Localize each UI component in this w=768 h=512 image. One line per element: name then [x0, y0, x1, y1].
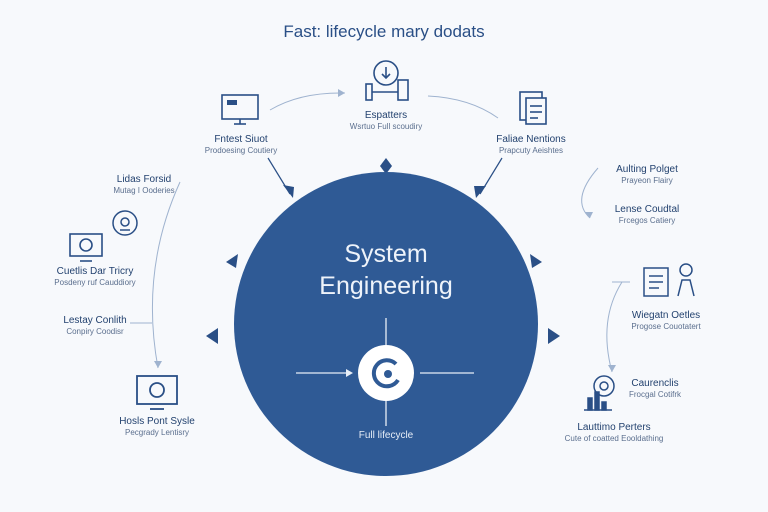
- monitor-icon: [221, 94, 259, 125]
- diagram-title: Fast: lifecycle mary dodats: [283, 22, 485, 41]
- pointer-top: [380, 158, 392, 174]
- cross-left-arrow: [346, 369, 353, 377]
- node-subtitle: Conpiry Coodisr: [66, 327, 124, 336]
- center-title: System Engineering: [236, 238, 536, 302]
- node-title: Wiegatn Oetles: [631, 310, 701, 321]
- node-subtitle: Posdeny ruf Cauddiory: [54, 278, 136, 287]
- arc-top-left: [269, 92, 346, 111]
- center-title-line2: Engineering: [319, 272, 453, 300]
- monitor-target-icon: [69, 233, 103, 262]
- target-monitor-icon: [136, 375, 178, 410]
- node-subtitle: Pecgrady Lentisry: [124, 428, 190, 437]
- arc-right: [606, 281, 623, 373]
- node-title: Cuetlis Dar Tricry: [56, 266, 134, 277]
- arc-arrow-2: [154, 361, 162, 368]
- node-right-2: Lense Coudtal Frcegos Catiery: [582, 204, 712, 226]
- node-title: Lestay Conlith: [63, 315, 127, 326]
- arc-left: [151, 181, 181, 369]
- node-title: Lense Coudtal: [614, 204, 680, 215]
- document-icon: [519, 91, 547, 125]
- pointer-right-upper: [530, 254, 542, 268]
- node-right-4: Caurenclis Frocgal Cotifrk: [590, 378, 720, 400]
- node-title: Caurenclis: [631, 378, 679, 389]
- node-subtitle: Progose Couotatert: [631, 322, 701, 331]
- node-bottom-left: Hosls Pont Sysle Pecgrady Lentisry: [92, 416, 222, 438]
- gauge-icon: [365, 60, 409, 101]
- pointer-left-upper: [226, 254, 238, 268]
- center-subtitle: Full lifecycle: [358, 430, 414, 441]
- node-title: Hosls Pont Sysle: [119, 416, 195, 427]
- node-top-left: Fntest Siuot Prodoesing Coutiery: [176, 134, 306, 156]
- arc-arrow-3: [608, 365, 616, 372]
- node-title: Lauttimo Perters: [577, 422, 651, 433]
- node-right-3: Wiegatn Oetles Progose Couotatert: [601, 310, 731, 332]
- node-subtitle: Mutag I Ooderies: [113, 186, 175, 195]
- node-subtitle: Cute of coatted Eooldathing: [564, 434, 664, 443]
- node-title: Lidas Forsid: [116, 174, 172, 185]
- node-subtitle: Wsrtuo Full scoudiry: [349, 122, 423, 131]
- pointer-left-lower: [206, 328, 218, 344]
- node-subtitle: Frocgal Cotifrk: [628, 390, 681, 399]
- arc-top-right: [427, 95, 499, 119]
- connector-top-left: [267, 157, 291, 195]
- node-bottom-right: Lauttimo Perters Cute of coatted Eooldat…: [549, 422, 679, 444]
- arc-right-upper: [581, 167, 599, 219]
- node-title: Faliae Nentions: [496, 134, 566, 145]
- node-title: Aulting Polget: [616, 164, 678, 175]
- node-subtitle: Prapcuty Aeishtes: [498, 146, 564, 155]
- connector-top-right: [479, 157, 503, 195]
- node-subtitle: Prodoesing Coutiery: [204, 146, 278, 155]
- node-top: Espatters Wsrtuo Full scoudiry: [321, 110, 451, 132]
- node-title: Espatters: [364, 110, 408, 121]
- node-left-2: Cuetlis Dar Tricry Posdeny ruf Cauddiory: [30, 266, 160, 288]
- hub-cycle-icon: [371, 358, 400, 389]
- pointer-right-lower: [548, 328, 560, 344]
- node-top-right: Faliae Nentions Prapcuty Aeishtes: [466, 134, 596, 156]
- arc-arrow-1: [338, 89, 345, 97]
- node-left-1: Lidas Forsid Mutag I Ooderies: [79, 174, 209, 196]
- gear-chart-icon: [584, 375, 615, 411]
- node-left-3: Lestay Conlith Conpiry Coodisr: [30, 315, 160, 337]
- arc-arrow-4: [585, 212, 593, 218]
- node-subtitle: Frcegos Catiery: [618, 216, 676, 225]
- node-title: Fntest Siuot: [214, 134, 268, 145]
- node-right-1: Aulting Polget Prayeon Flairy: [582, 164, 712, 186]
- badge-icon: [112, 210, 138, 236]
- node-subtitle: Prayeon Flairy: [621, 176, 673, 185]
- clipboard-person-icon: [643, 263, 695, 297]
- center-title-line1: System: [344, 240, 428, 268]
